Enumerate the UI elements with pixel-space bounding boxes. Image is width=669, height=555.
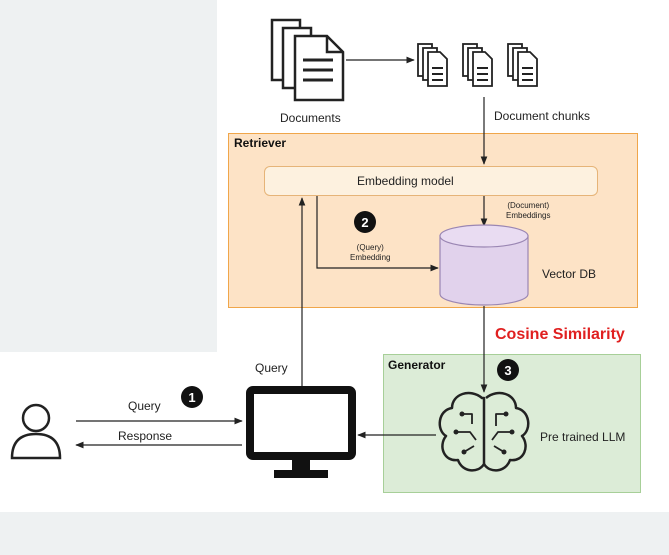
query-up-label: Query <box>255 361 288 375</box>
document-stack-icon <box>270 18 345 102</box>
documents-label: Documents <box>280 111 341 125</box>
document-chunks-icon <box>417 43 538 87</box>
retriever-box <box>228 133 638 308</box>
document-embeddings-label: (Document) Embeddings <box>506 201 551 220</box>
monitor-icon <box>246 386 356 478</box>
document-chunks-label: Document chunks <box>494 109 591 123</box>
vector-db-label: Vector DB <box>542 267 597 281</box>
step-1-badge: 1 <box>181 386 203 408</box>
database-cylinder-icon <box>439 224 529 306</box>
arrow-query-embedding <box>316 196 439 272</box>
generator-title: Generator <box>388 358 446 372</box>
brain-circuit-icon <box>438 391 530 472</box>
cosine-similarity-label: Cosine Similarity <box>495 326 625 343</box>
response-arrow-label: Response <box>118 429 173 443</box>
person-icon <box>10 403 62 460</box>
pretrained-llm-label: Pre trained LLM <box>540 430 626 444</box>
step-2-badge: 2 <box>354 211 376 233</box>
step-3-badge: 3 <box>497 359 519 381</box>
embedding-model-box <box>264 166 598 196</box>
query-embedding-label: (Query) Embedding <box>350 243 391 262</box>
embedding-model-label: Embedding model <box>357 174 454 188</box>
query-arrow-label: Query <box>128 399 161 413</box>
retriever-title: Retriever <box>234 136 287 150</box>
